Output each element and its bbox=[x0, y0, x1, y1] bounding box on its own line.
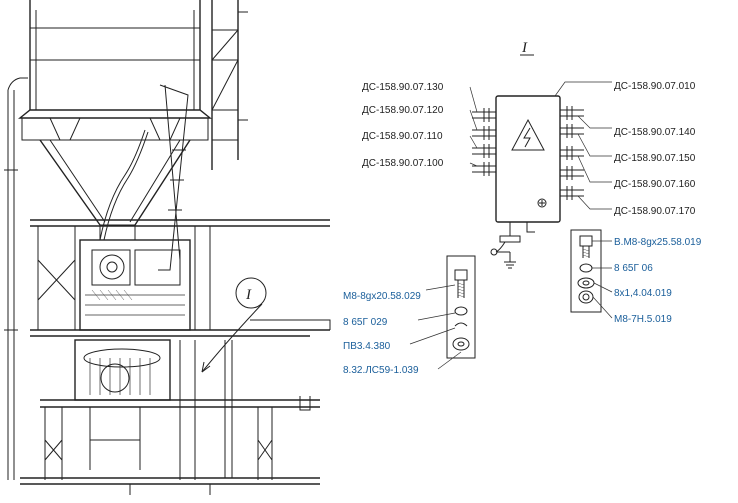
left-fastener-kit bbox=[409, 255, 476, 370]
box-right-label-1: ДС-158.90.07.010 bbox=[614, 81, 696, 92]
detail-view-i: I bbox=[343, 40, 702, 376]
left-kit-label-1: М8-8gх20.58.029 bbox=[343, 291, 421, 302]
box-right-label-3: ДС-158.90.07.150 bbox=[614, 153, 696, 164]
right-kit-label-3: 8х1,4.04.019 bbox=[614, 288, 672, 299]
box-right-label-5: ДС-158.90.07.170 bbox=[614, 206, 696, 217]
left-kit-label-2: 8 65Г 029 bbox=[343, 317, 388, 328]
box-right-label-2: ДС-158.90.07.140 bbox=[614, 127, 696, 138]
left-kit-label-3: ПВ3.4.380 bbox=[343, 341, 391, 352]
left-cable-glands bbox=[472, 108, 496, 176]
machine-assembly-drawing: I bbox=[4, 0, 331, 495]
right-cable-glands bbox=[560, 106, 584, 200]
right-fastener-kit bbox=[570, 229, 613, 319]
callout-label: I bbox=[245, 287, 252, 303]
left-kit-label-4: 8.32.ЛС59-1.039 bbox=[343, 365, 419, 376]
box-left-label-4: ДС-158.90.07.100 bbox=[362, 158, 444, 169]
right-kit-label-4: М8-7Н.5.019 bbox=[614, 314, 672, 325]
right-kit-label-1: В.М8-8gх25.58.019 bbox=[614, 237, 702, 248]
box-left-label-1: ДС-158.90.07.130 bbox=[362, 82, 444, 93]
box-left-label-2: ДС-158.90.07.120 bbox=[362, 105, 444, 116]
box-right-label-4: ДС-158.90.07.160 bbox=[614, 179, 696, 190]
right-kit-label-2: 8 65Г 06 bbox=[614, 263, 653, 274]
box-left-label-3: ДС-158.90.07.110 bbox=[362, 131, 443, 142]
view-label: I bbox=[521, 40, 528, 56]
